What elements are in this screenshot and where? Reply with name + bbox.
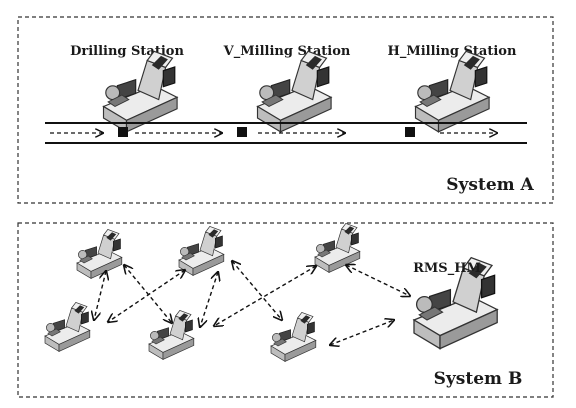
reconfig-arrow <box>94 271 106 320</box>
part-marker <box>405 127 415 137</box>
station-label-h-milling: H_Milling Station <box>388 44 517 59</box>
reconfig-arrow <box>200 272 218 327</box>
machine-icon <box>314 223 361 273</box>
station-label-v-milling: V_Milling Station <box>223 44 351 59</box>
system-a-label: System A <box>446 175 534 195</box>
part-marker <box>237 127 247 137</box>
part-marker <box>118 127 128 137</box>
machine-icon <box>148 310 195 360</box>
system-a-frame <box>17 16 554 204</box>
machine-icon <box>178 226 225 276</box>
drilling-machine-icon <box>102 50 178 133</box>
machine-icon <box>44 302 91 352</box>
system-b-label: System B <box>434 369 523 389</box>
system-b-frame <box>17 222 554 398</box>
reconfig-arrow <box>214 266 316 326</box>
rms-hm-label: RMS_HM <box>413 261 481 276</box>
reconfig-arrows <box>94 261 410 345</box>
reconfig-arrow <box>124 265 172 323</box>
machine-icon <box>270 312 317 362</box>
machine-icon <box>76 229 123 279</box>
reconfig-arrow <box>330 320 394 345</box>
reconfig-arrow <box>232 261 282 320</box>
v-milling-machine-icon <box>256 50 332 133</box>
reconfig-arrow <box>108 270 185 322</box>
reconfig-arrow <box>346 265 410 296</box>
h-milling-machine-icon <box>414 50 490 133</box>
